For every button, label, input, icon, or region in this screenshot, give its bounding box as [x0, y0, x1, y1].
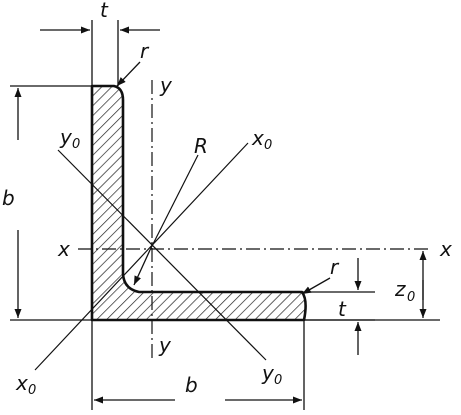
label-b-bottom: b	[185, 373, 198, 397]
svg-text:x: x	[251, 126, 264, 150]
label-r-right: r	[330, 255, 340, 279]
svg-text:0: 0	[274, 373, 282, 388]
label-y0-top: y 0	[59, 125, 80, 152]
svg-text:z: z	[394, 277, 406, 301]
fillet-radius-leader-right	[301, 277, 331, 295]
label-y0-bottom: y 0	[261, 361, 282, 388]
label-x0-top: x 0	[251, 126, 272, 153]
label-R: R	[194, 134, 208, 158]
thickness-dimension-top	[40, 20, 160, 86]
fillet-radius-leader-top	[116, 61, 141, 87]
svg-text:y: y	[261, 361, 275, 385]
x0-axis-line	[34, 142, 249, 371]
height-dimension-left	[10, 85, 92, 321]
y0-axis-line	[57, 149, 267, 361]
centroid-distance-dimension	[304, 251, 440, 321]
svg-text:y: y	[59, 125, 73, 149]
label-x-left: x	[57, 237, 70, 261]
label-z0: z 0	[394, 277, 415, 305]
label-t-right: t	[338, 297, 347, 321]
svg-text:0: 0	[72, 137, 80, 152]
svg-text:0: 0	[264, 138, 272, 153]
svg-text:0: 0	[28, 383, 36, 398]
svg-text:x: x	[15, 371, 28, 395]
label-b-left: b	[2, 186, 15, 210]
angle-cross-section	[90, 84, 307, 322]
label-y-top: y	[159, 73, 173, 97]
label-t-top: t	[100, 0, 109, 22]
label-r-top: r	[140, 39, 150, 63]
radius-line	[149, 154, 199, 251]
label-x0-bottom: x 0	[15, 371, 36, 398]
svg-text:0: 0	[407, 290, 415, 305]
width-dimension-bottom	[91, 320, 305, 410]
centroid-arrow	[133, 249, 151, 286]
label-y-bottom: y	[158, 333, 172, 357]
label-x-right: x	[439, 237, 452, 261]
